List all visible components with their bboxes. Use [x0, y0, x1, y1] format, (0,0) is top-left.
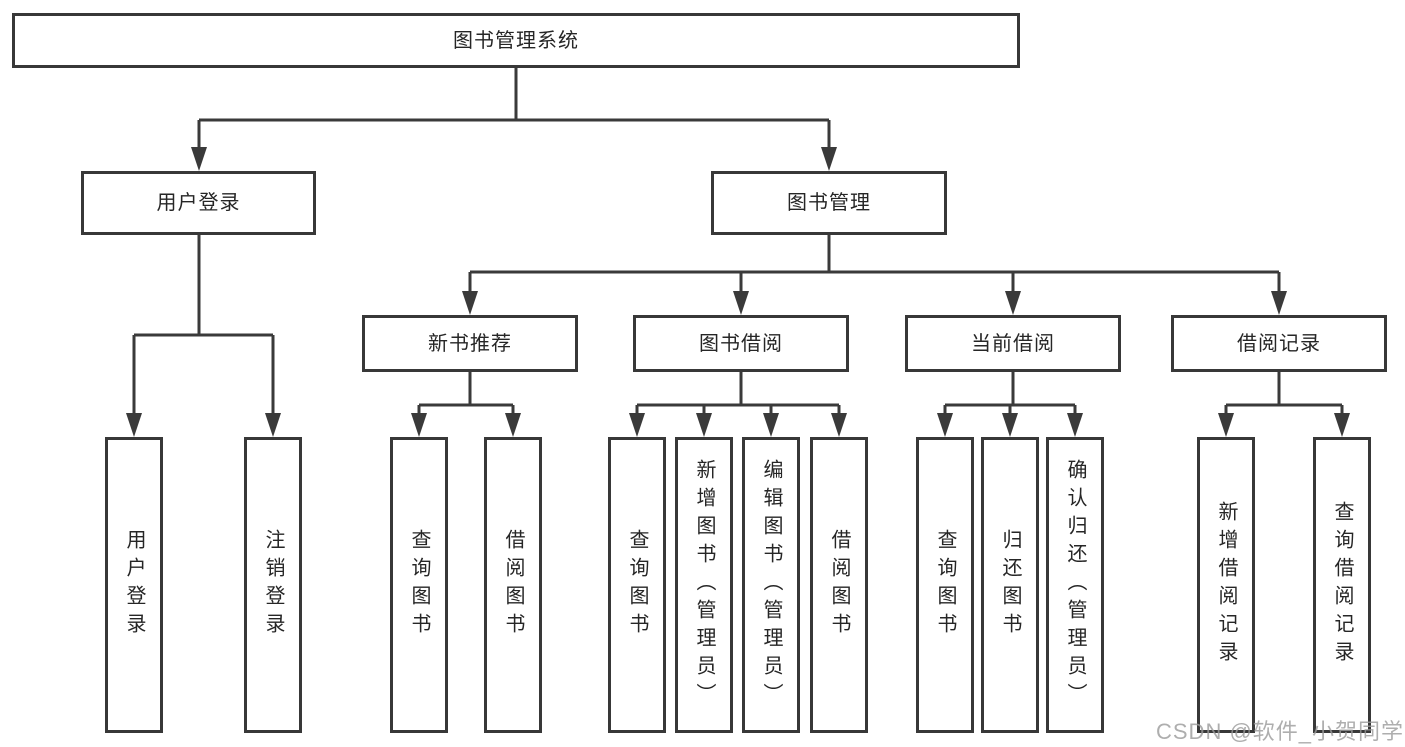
leaf-label: 用户登录	[123, 529, 145, 641]
csdn-watermark: CSDN @软件_小贺同学	[1156, 719, 1405, 744]
node-label: 用户登录	[156, 192, 241, 214]
leaf-return-books: 归还图书	[981, 437, 1039, 733]
leaf-label: 查询借阅记录	[1331, 501, 1353, 669]
leaf-edit-books-admin: 编辑图书（管理员）	[742, 437, 800, 733]
node-new-book-recommend: 新书推荐	[362, 315, 578, 372]
leaf-borrow-books-recommend: 借阅图书	[484, 437, 542, 733]
node-label: 图书管理	[787, 192, 871, 214]
node-label: 新书推荐	[428, 332, 512, 355]
leaf-label: 查询图书	[408, 529, 430, 641]
node-user-login: 用户登录	[81, 171, 316, 235]
leaf-label: 注销登录	[262, 529, 284, 641]
leaf-label: 新增图书（管理员）	[693, 459, 715, 711]
leaf-label: 新增借阅记录	[1215, 501, 1237, 669]
leaf-label: 借阅图书	[502, 529, 524, 641]
node-label: 图书借阅	[699, 332, 783, 355]
node-current-borrow: 当前借阅	[905, 315, 1121, 372]
leaf-borrow-books: 借阅图书	[810, 437, 868, 733]
node-label: 借阅记录	[1237, 332, 1321, 355]
node-label: 当前借阅	[971, 332, 1055, 355]
leaf-add-borrow-record: 新增借阅记录	[1197, 437, 1255, 733]
leaf-label: 查询图书	[626, 529, 648, 641]
leaf-label: 查询图书	[934, 529, 956, 641]
node-book-management: 图书管理	[711, 171, 947, 235]
leaf-query-books-borrow: 查询图书	[608, 437, 666, 733]
leaf-user-login: 用户登录	[105, 437, 163, 733]
node-label: 图书管理系统	[453, 29, 579, 52]
leaf-query-books-current: 查询图书	[916, 437, 974, 733]
node-book-management-system: 图书管理系统	[12, 13, 1020, 68]
leaf-add-books-admin: 新增图书（管理员）	[675, 437, 733, 733]
leaf-label: 编辑图书（管理员）	[760, 459, 782, 711]
node-borrow-records: 借阅记录	[1171, 315, 1387, 372]
leaf-label: 归还图书	[999, 529, 1021, 641]
node-book-borrow: 图书借阅	[633, 315, 849, 372]
leaf-label: 确认归还（管理员）	[1064, 459, 1086, 711]
leaf-query-borrow-record: 查询借阅记录	[1313, 437, 1371, 733]
leaf-logout: 注销登录	[244, 437, 302, 733]
leaf-confirm-return-admin: 确认归还（管理员）	[1046, 437, 1104, 733]
leaf-label: 借阅图书	[828, 529, 850, 641]
leaf-query-books-recommend: 查询图书	[390, 437, 448, 733]
